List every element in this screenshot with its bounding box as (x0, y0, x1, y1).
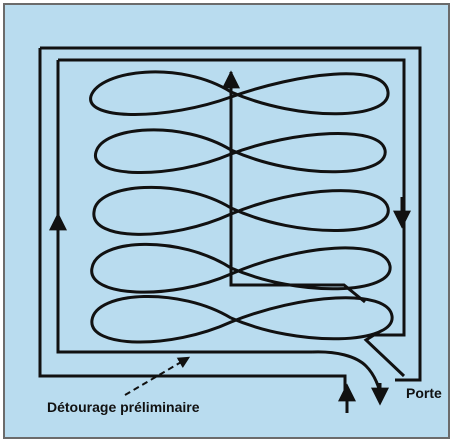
lower-exit-curve (311, 350, 382, 393)
loop-row-2 (94, 128, 387, 174)
inner-top-right-path (58, 58, 406, 337)
outer-perimeter-path (40, 46, 422, 382)
preliminary-edge-cut-label: Détourage préliminaire (47, 399, 200, 415)
dashed-callout-arrow-icon (124, 356, 191, 396)
right-exit-path (363, 333, 406, 378)
loop-row-5 (90, 295, 394, 344)
door-label: Porte (406, 385, 442, 401)
loop-row-4 (90, 242, 392, 294)
inner-perimeter-path (56, 60, 312, 354)
loop-row-3 (92, 185, 390, 236)
